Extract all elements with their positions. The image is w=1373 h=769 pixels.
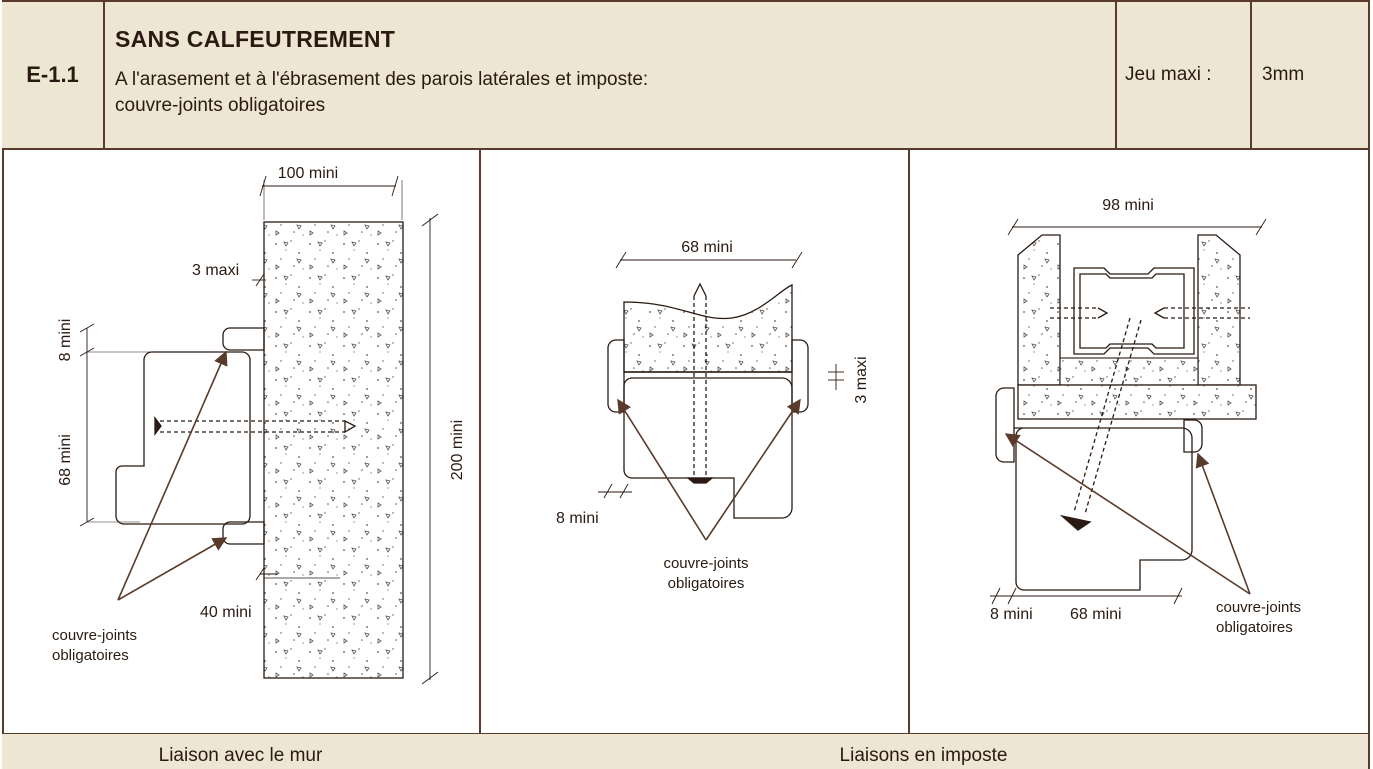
wall-dim-width: 100 mini [278,165,338,182]
header-divider [2,148,1368,150]
title-cell: SANS CALFEUTREMENT A l'arasement et à l'… [105,2,1117,148]
imposte-2-dim-mid: 68 mini [1070,606,1122,623]
imposte-2-frame [1014,427,1193,591]
spec-description-1: A l'arasement et à l'ébrasement des paro… [115,69,649,90]
caption-wall: Liaison avec le mur [158,745,323,766]
imposte-1-dim-gap: 3 maxi [853,356,870,403]
imposte-2-profile [1073,267,1195,355]
imposte-2-lintel [1017,384,1257,420]
door-frame-profile [115,351,251,525]
clearance-label: Jeu maxi : [1117,2,1252,148]
imposte-2-dim-edge: 8 mini [990,606,1033,623]
spec-description-2: couvre-joints obligatoires [115,95,326,116]
footer-row: Liaison avec le mur Liaisons en imposte [2,734,1368,769]
imposte-2-joint-right [1183,419,1203,453]
wall-dim-mid: 68 mini [57,434,74,486]
caption-imposte: Liaisons en imposte [839,745,1008,766]
imposte-2-callout-1: couvre-joints [1216,599,1301,616]
imposte-2-post-left [1017,234,1061,386]
imposte-2-callout-2: obligatoires [1216,619,1293,636]
cover-joint-bottom [222,521,265,545]
wall-dim-gap: 3 maxi [192,262,239,279]
wall-dim-top: 8 mini [57,319,74,362]
imposte-2-post-right [1197,234,1241,386]
wall-callout-1: couvre-joints [52,627,137,644]
cover-joint-top [222,327,265,351]
imposte-1-callout-1: couvre-joints [663,555,748,572]
wall-callout-2: obligatoires [52,647,129,664]
wall-dim-height: 200 mini [449,420,466,480]
spec-code: E-1.1 [2,2,105,148]
column-divider-2 [908,150,910,734]
wall-dim-depth: 40 mini [200,604,252,621]
imposte-drawing-2 [990,218,1267,605]
wall-drawing [79,175,439,685]
imposte-1-joint-left [607,339,625,413]
imposte-drawing-1 [598,251,844,541]
header-row: E-1.1 SANS CALFEUTREMENT A l'arasement e… [2,2,1368,148]
imposte-2-joint-left [995,387,1015,463]
imposte-1-dim-edge: 8 mini [556,510,599,527]
imposte-1-callout-2: obligatoires [668,575,745,592]
clearance-value: 3mm [1262,64,1305,85]
imposte-1-concrete [623,284,793,373]
imposte-2-dim-width: 98 mini [1102,197,1154,214]
wall-concrete [263,221,404,679]
column-divider-1 [479,150,481,769]
spec-title: SANS CALFEUTREMENT [115,26,396,52]
imposte-1-frame [623,377,793,519]
imposte-1-dim-width: 68 mini [681,239,733,256]
